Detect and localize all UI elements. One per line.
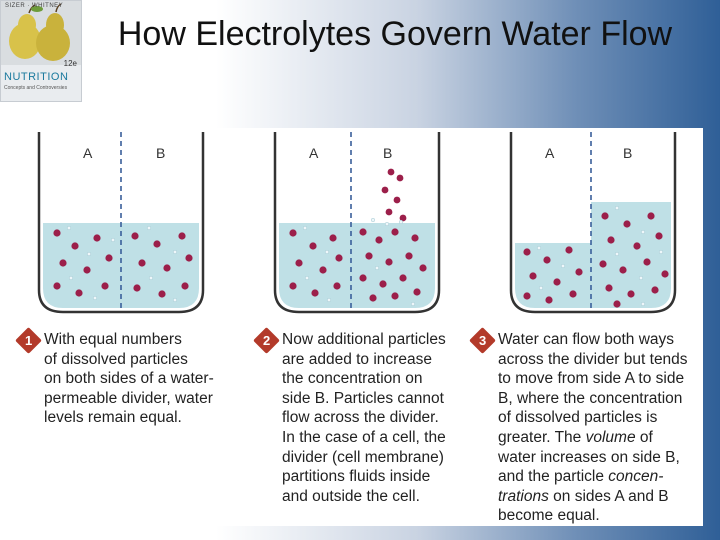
- caption-line: and the particle concen-: [498, 467, 703, 487]
- caption-text: of: [636, 429, 653, 446]
- cover-authors: SIZER · WHITNEY: [5, 3, 63, 9]
- caption-emphasis: volume: [586, 429, 636, 446]
- beaker-3-label-b: B: [623, 145, 632, 161]
- step-2-badge: 2: [253, 327, 280, 354]
- beaker-1-label-b: B: [156, 145, 165, 161]
- caption-emphasis: concen-: [608, 468, 663, 485]
- caption-text: greater. The: [498, 429, 586, 446]
- caption-line: on both sides of a water-: [44, 369, 214, 389]
- figure-panel: A B A B: [17, 128, 703, 526]
- beaker-1-label-a: A: [83, 145, 93, 161]
- caption-line: across the divider but tends: [498, 350, 703, 370]
- caption-line: to move from side A to side: [498, 369, 703, 389]
- caption-text: on sides A and B: [549, 488, 669, 505]
- caption-line: partitions fluids inside: [282, 467, 446, 487]
- caption-line: and outside the cell.: [282, 487, 446, 507]
- caption-line: In the case of a cell, the: [282, 428, 446, 448]
- beaker-2-water: [279, 223, 435, 308]
- caption-line: flow across the divider.: [282, 408, 446, 428]
- cover-title: NUTRITION: [4, 71, 68, 83]
- step-3-badge: 3: [469, 327, 496, 354]
- caption-emphasis: trations: [498, 488, 549, 505]
- cover-subtitle: Concepts and Controversies: [4, 85, 67, 91]
- caption-line: trations on sides A and B: [498, 487, 703, 507]
- caption-line: With equal numbers: [44, 330, 214, 350]
- step-3-caption: Water can flow both ways across the divi…: [498, 330, 703, 526]
- step-1-caption: With equal numbers of dissolved particle…: [44, 330, 214, 428]
- beaker-2-falling-particles: [382, 169, 407, 222]
- caption-line: are added to increase: [282, 350, 446, 370]
- caption-line: of dissolved particles: [44, 350, 214, 370]
- caption-line: levels remain equal.: [44, 408, 214, 428]
- caption-line: the concentration on: [282, 369, 446, 389]
- caption-line: permeable divider, water: [44, 389, 214, 409]
- step-1-badge: 1: [15, 327, 42, 354]
- caption-text: and the particle: [498, 468, 608, 485]
- beaker-2-label-b: B: [383, 145, 392, 161]
- step-2-caption: Now additional particles are added to in…: [282, 330, 446, 506]
- beaker-3: A B: [511, 132, 675, 312]
- beaker-1: A B: [39, 132, 203, 312]
- caption-line: Now additional particles: [282, 330, 446, 350]
- beaker-2: A B: [275, 132, 439, 312]
- caption-line: divider (cell membrane): [282, 448, 446, 468]
- caption-line: Water can flow both ways: [498, 330, 703, 350]
- caption-line: become equal.: [498, 506, 703, 526]
- beakers-diagram: A B A B: [17, 128, 703, 328]
- book-cover-thumbnail: SIZER · WHITNEY 12e NUTRITION Concepts a…: [0, 0, 82, 102]
- caption-line: water increases on side B,: [498, 448, 703, 468]
- caption-line: B, where the concentration: [498, 389, 703, 409]
- caption-line: side B. Particles cannot: [282, 389, 446, 409]
- caption-line: of dissolved particles is: [498, 408, 703, 428]
- caption-line: greater. The volume of: [498, 428, 703, 448]
- cover-edition: 12e: [64, 59, 77, 68]
- slide-title: How Electrolytes Govern Water Flow: [95, 14, 695, 54]
- beaker-2-label-a: A: [309, 145, 319, 161]
- beaker-3-label-a: A: [545, 145, 555, 161]
